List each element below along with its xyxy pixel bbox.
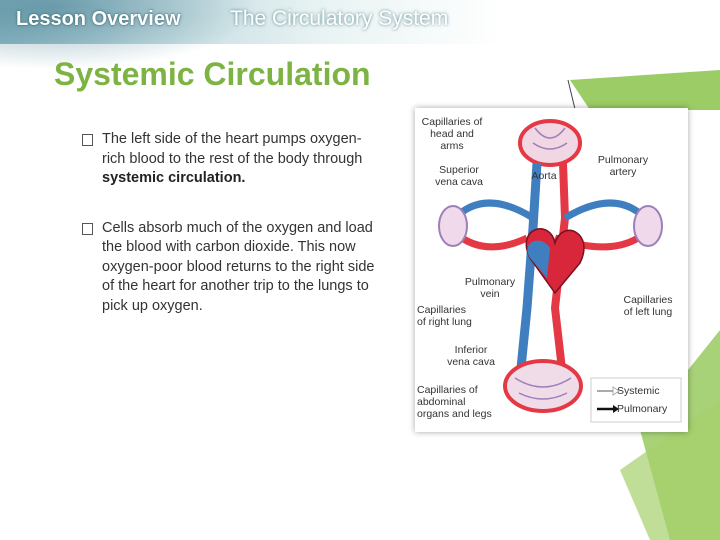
bullet-emphasis: systemic circulation.	[102, 170, 246, 186]
right-lung-capillaries	[438, 205, 468, 247]
circulatory-system-illustration	[438, 119, 682, 423]
head-capillary-bed	[518, 119, 582, 167]
legend-systemic-label: Systemic	[617, 385, 660, 397]
bullet-list: The left side of the heart pumps oxygen-…	[82, 130, 382, 346]
bullet-text: Cells absorb much of the oxygen and load…	[102, 219, 375, 314]
vena-cava-vessel	[515, 162, 542, 379]
circulation-diagram: Capillaries of head and arms Superior ve…	[415, 108, 688, 432]
label-superior-vc: Superior vena cava	[435, 164, 483, 188]
slide-title: Systemic Circulation	[54, 56, 371, 92]
label-cap-abdominal: Capillaries of abdominal organs and legs	[417, 384, 492, 420]
label-cap-left-lung: Capillaries of left lung	[623, 294, 673, 318]
green-decoration	[567, 70, 720, 540]
label-aorta: Aorta	[531, 170, 557, 182]
label-pulm-artery: Pulmonary artery	[597, 154, 649, 178]
label-cap-right-lung: Capillaries of right lung	[417, 304, 472, 328]
lesson-overview-label: Lesson Overview	[16, 8, 181, 30]
section-title: The Circulatory System	[230, 7, 449, 30]
label-inferior-vc: Inferior vena cava	[447, 344, 495, 368]
bullet-text: The left side of the heart pumps oxygen-…	[102, 131, 363, 167]
abdominal-capillary-bed	[503, 359, 583, 413]
legend-pulmonary-label: Pulmonary	[617, 403, 668, 415]
bullet-box-icon	[82, 134, 93, 146]
bullet-item: Cells absorb much of the oxygen and load…	[82, 219, 382, 317]
bullet-box-icon	[82, 222, 93, 235]
bullet-item: The left side of the heart pumps oxygen-…	[82, 130, 382, 189]
left-lung-capillaries	[633, 205, 663, 247]
legend-box	[590, 377, 682, 423]
header-water-image	[0, 0, 260, 70]
label-pulm-vein: Pulmonary vein	[464, 276, 516, 300]
label-cap-head: Capillaries of head and arms	[421, 116, 483, 152]
